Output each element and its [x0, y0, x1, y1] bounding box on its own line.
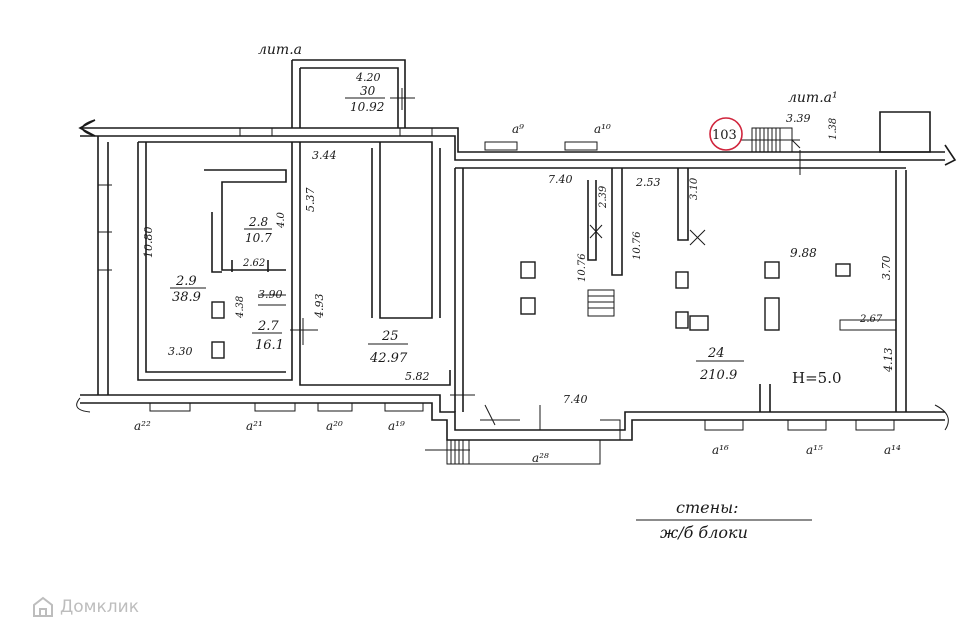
window-label-a28: а²⁸ — [532, 451, 549, 465]
dim-3-70: 3.70 — [880, 256, 893, 281]
dim-3-10: 3.10 — [689, 177, 700, 200]
dim-4-93: 4.93 — [313, 294, 326, 320]
dim-5-37: 5.37 — [304, 188, 317, 213]
window-label-a19: а¹⁹ — [388, 419, 405, 433]
dim-4-13: 4.13 — [882, 348, 895, 374]
window-label-a10: а¹⁰ — [594, 122, 611, 136]
dim-2-67: 2.67 — [859, 314, 883, 325]
ceiling-height-note: H=5.0 — [792, 369, 842, 387]
dim-2-62: 2.62 — [242, 258, 265, 269]
watermark: Домклик — [32, 596, 139, 618]
room-24-number: 24 — [707, 346, 725, 361]
dim-1-38: 1.38 — [828, 118, 839, 140]
dim-7-40-bottom: 7.40 — [563, 393, 588, 406]
room-24: 24 210.9 — [696, 346, 744, 383]
window-labels: а⁹ а¹⁰ а²² а²¹ а²⁰ а¹⁹ а²⁸ а¹⁶ а¹⁵ а¹⁴ — [134, 122, 901, 465]
dim-3-44: 3.44 — [312, 149, 337, 162]
dim-10-76-a: 10.76 — [577, 253, 588, 282]
dim-4-38: 4.38 — [235, 296, 246, 319]
room-30-number: 30 — [360, 84, 376, 98]
walls-note-title: стены: — [676, 498, 739, 517]
dim-7-40-top: 7.40 — [548, 173, 573, 186]
dim-10-80: 10.80 — [142, 227, 155, 259]
room-30-height: 4.20 — [355, 71, 381, 84]
walls-note: стены: ж/б блоки — [636, 498, 812, 542]
annex-a — [291, 59, 415, 128]
room-24-area: 210.9 — [699, 368, 737, 383]
room-29-area: 38.9 — [172, 290, 201, 305]
room-25-number: 25 — [381, 329, 399, 344]
dimensions: 3.39 1.38 3.44 5.37 10.80 4.0 2.62 3.90 … — [142, 112, 895, 406]
room-27-number: 2.7 — [257, 319, 279, 334]
room-29-number: 2.9 — [175, 274, 197, 289]
room-27-area: 16.1 — [255, 338, 284, 353]
room-number-badge: 103 — [709, 117, 743, 151]
room-28-area: 10.7 — [245, 231, 272, 245]
room-25-area: 42.97 — [369, 351, 408, 366]
dim-5-82: 5.82 — [405, 370, 430, 383]
windows — [149, 127, 895, 431]
window-label-a20: а²⁰ — [326, 419, 343, 433]
window-label-a9: а⁹ — [512, 122, 524, 136]
dim-9-88: 9.88 — [790, 246, 817, 260]
window-label-a22: а²² — [134, 419, 151, 433]
dim-2-53: 2.53 — [635, 176, 661, 189]
dim-4-0: 4.0 — [276, 211, 287, 229]
window-label-a21: а²¹ — [246, 419, 263, 433]
columns — [211, 261, 851, 359]
stairs — [425, 127, 801, 465]
dim-3-30: 3.30 — [168, 345, 193, 358]
walls-note-material: ж/б блоки — [660, 523, 748, 542]
interior-walls-hall — [450, 167, 906, 440]
room-30: 4.20 30 10.92 — [345, 71, 385, 114]
interior-walls-left — [137, 141, 451, 386]
room-30-area: 10.92 — [350, 100, 384, 114]
room-28-number: 2.8 — [248, 215, 268, 229]
dim-3-90: 3.90 — [258, 288, 283, 301]
exterior-walls — [76, 111, 957, 441]
room-27: 2.7 16.1 — [252, 319, 284, 353]
room-28: 2.8 10.7 — [244, 215, 272, 245]
annex-a-label: лит.а — [258, 42, 302, 58]
home-logo-icon — [33, 596, 53, 617]
annex-a1-label: лит.а¹ — [788, 90, 838, 106]
room-25: 25 42.97 — [368, 329, 408, 366]
room-29: 2.9 38.9 — [170, 274, 206, 305]
window-label-a16: а¹⁶ — [712, 443, 729, 457]
window-label-a14: а¹⁴ — [884, 443, 901, 457]
badge-103-text: 103 — [712, 128, 737, 143]
dim-2-39: 2.39 — [598, 185, 609, 209]
dim-10-76-b: 10.76 — [632, 231, 643, 260]
dim-3-39: 3.39 — [786, 112, 811, 125]
watermark-text: Домклик — [60, 597, 139, 617]
window-label-a15: а¹⁵ — [806, 443, 823, 457]
